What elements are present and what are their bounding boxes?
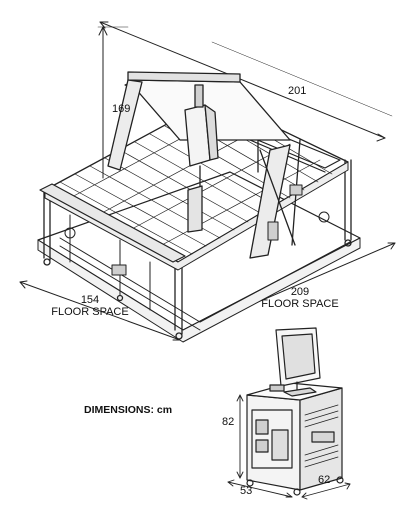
cabinet-height-label: 82 — [222, 416, 235, 428]
height-label: 169 — [112, 103, 131, 115]
machine-legs — [43, 129, 352, 340]
machine-base-frame — [37, 171, 361, 343]
front-value: 154 — [80, 294, 100, 306]
cabinet-depth-label: 53 — [240, 485, 253, 497]
cabinet-width-line — [301, 482, 351, 500]
control-cabinet — [246, 382, 344, 496]
width-floor-space: FLOOR SPACE — [261, 297, 339, 310]
cabinet-depth-line — [227, 479, 293, 498]
width-value: 209 — [290, 286, 310, 298]
cabinet-width-label: 62 — [318, 474, 331, 486]
front-floor-space: FLOOR SPACE — [51, 305, 129, 318]
monitor — [269, 327, 321, 397]
cabinet-height-line — [236, 394, 244, 479]
depth-label: 201 — [288, 85, 307, 97]
front-floor-label: 154 FLOOR SPACE — [44, 294, 136, 318]
width-floor-label: 209 FLOOR SPACE — [254, 286, 346, 310]
spindle-carriage — [184, 84, 219, 233]
dimensions-title: DIMENSIONS: cm — [84, 404, 173, 416]
machine-motors — [64, 184, 330, 276]
depth-dimension-line — [99, 21, 393, 142]
